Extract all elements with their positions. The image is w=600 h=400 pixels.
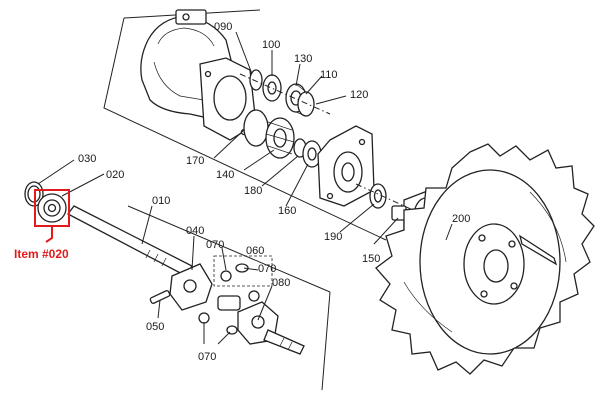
callout-010: 010 [152, 195, 170, 207]
universal-joint [169, 263, 305, 355]
callout-160: 160 [278, 205, 296, 217]
callout-040: 040 [186, 225, 204, 237]
item-020-highlight: Item #020 [14, 189, 70, 261]
callout-070-bottom: 070 [198, 351, 216, 363]
iron-wheel [375, 143, 595, 375]
callout-120: 120 [350, 89, 368, 101]
highlight-leader [45, 226, 53, 243]
callout-180: 180 [244, 185, 262, 197]
callout-030: 030 [78, 153, 96, 165]
callout-150: 150 [362, 253, 380, 265]
callout-200: 200 [452, 213, 470, 225]
axle-shaft [67, 205, 193, 277]
callout-labels: 090 100 130 110 120 170 140 180 160 190 … [78, 21, 470, 363]
perspective-frame [103, 9, 387, 391]
leader-lines [37, 31, 453, 345]
joint-small-parts [149, 255, 273, 335]
callout-070-top: 070 [206, 239, 224, 251]
callout-020: 020 [106, 169, 124, 181]
callout-130: 130 [294, 53, 312, 65]
callout-080: 080 [272, 277, 290, 289]
callout-070-right: 070 [258, 263, 276, 275]
callout-170: 170 [186, 155, 204, 167]
callout-090: 090 [214, 21, 232, 33]
callout-050: 050 [146, 321, 164, 333]
callout-190: 190 [324, 231, 342, 243]
callout-140: 140 [216, 169, 234, 181]
axle-cover [317, 125, 375, 207]
middle-gear-set [243, 109, 322, 168]
highlight-label: Item #020 [14, 247, 69, 261]
transmission-housing [140, 9, 257, 141]
seal-and-bearing [24, 181, 67, 223]
callout-060: 060 [246, 245, 264, 257]
callout-110: 110 [320, 69, 338, 81]
callout-100: 100 [262, 39, 280, 51]
